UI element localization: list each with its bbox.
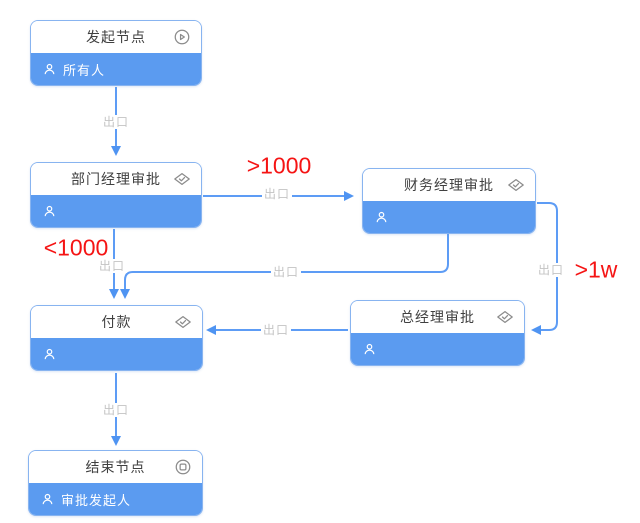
- node-assignee-bar: 审批发起人: [29, 483, 202, 515]
- node-assignee-bar: [351, 333, 524, 365]
- node-start[interactable]: 发起节点 所有人: [30, 20, 202, 86]
- condition-label-gt1000: >1000: [246, 152, 312, 179]
- edge-label-exit[interactable]: 出口: [96, 259, 128, 273]
- node-assignee-bar: [31, 195, 201, 227]
- edge-label-exit[interactable]: 出口: [260, 323, 292, 337]
- node-assignee-bar: 所有人: [31, 53, 201, 85]
- approve-diamond-icon: [174, 313, 192, 331]
- node-header: 总经理审批: [351, 301, 524, 333]
- node-dept-manager-approval[interactable]: 部门经理审批: [30, 162, 202, 228]
- approve-diamond-icon: [507, 176, 525, 194]
- node-header: 付款: [31, 306, 202, 338]
- node-header: 发起节点: [31, 21, 201, 53]
- node-general-manager-approval[interactable]: 总经理审批: [350, 300, 525, 366]
- edge-label-exit[interactable]: 出口: [535, 263, 567, 277]
- node-assignee-bar: [363, 201, 535, 233]
- node-assignee-bar: [31, 338, 202, 370]
- person-icon: [375, 211, 388, 224]
- edge-label-exit[interactable]: 出口: [100, 115, 132, 129]
- edge-label-exit[interactable]: 出口: [261, 187, 293, 201]
- play-circle-icon: [173, 28, 191, 46]
- person-icon: [43, 63, 56, 76]
- node-title: 总经理审批: [400, 309, 475, 325]
- node-title: 部门经理审批: [71, 171, 161, 187]
- condition-label-gt1w: >1w: [574, 256, 618, 283]
- node-title: 发起节点: [86, 29, 146, 45]
- person-icon: [41, 493, 54, 506]
- person-icon: [43, 348, 56, 361]
- condition-label-lt1000: <1000: [43, 234, 109, 261]
- node-payment[interactable]: 付款: [30, 305, 203, 371]
- person-icon: [43, 205, 56, 218]
- node-assignee: 审批发起人: [61, 492, 132, 508]
- node-header: 财务经理审批: [363, 169, 535, 201]
- edge-label-exit[interactable]: 出口: [270, 265, 302, 279]
- node-header: 部门经理审批: [31, 163, 201, 195]
- approve-diamond-icon: [173, 170, 191, 188]
- person-icon: [363, 343, 376, 356]
- node-title: 结束节点: [85, 459, 146, 475]
- node-title: 付款: [101, 314, 132, 330]
- node-assignee: 所有人: [63, 62, 106, 78]
- stop-circle-icon: [174, 458, 192, 476]
- node-header: 结束节点: [29, 451, 202, 483]
- node-finance-manager-approval[interactable]: 财务经理审批: [362, 168, 536, 234]
- edge-label-exit[interactable]: 出口: [100, 403, 132, 417]
- node-title: 财务经理审批: [404, 177, 494, 193]
- approve-diamond-icon: [496, 308, 514, 326]
- node-end[interactable]: 结束节点 审批发起人: [28, 450, 203, 516]
